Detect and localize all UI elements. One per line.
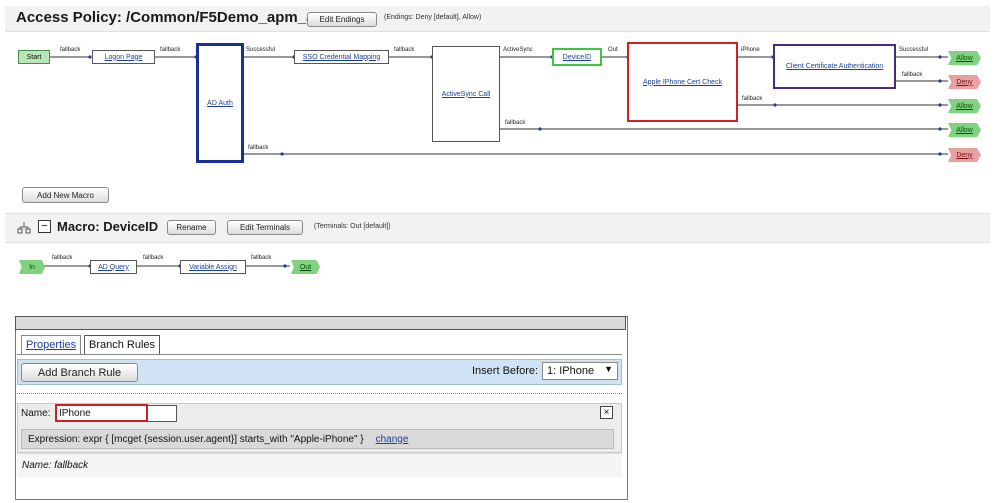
branch-label-fallback: fallback [60, 47, 81, 53]
ad-query-node[interactable]: AD Query [90, 260, 137, 274]
branch-label-fallback: fallback [394, 47, 415, 53]
rule-name-input[interactable]: IPhone [55, 404, 148, 422]
activesync-call-node[interactable]: ActiveSync Call [432, 46, 500, 142]
endings-text: (Endings: Deny [default], Allow) [384, 14, 482, 21]
policy-title: Access Policy: /Common/F5Demo_apm_access [16, 9, 357, 26]
ending-deny[interactable]: Deny [948, 148, 981, 162]
section-divider [17, 393, 622, 394]
ad-auth-node[interactable]: AD Auth [196, 43, 244, 163]
branch-label-fallback: fallback [52, 255, 73, 261]
logon-page-node[interactable]: Logon Page [92, 50, 155, 64]
insert-before-label: Insert Before: [472, 365, 539, 377]
tab-divider [17, 354, 622, 355]
collapse-macro-icon[interactable]: − [38, 220, 51, 233]
expression-text: Expression: expr { [mcget {session.user.… [28, 433, 364, 445]
insert-before-select[interactable]: 1: IPhone ▼ [542, 362, 618, 380]
change-expression-link[interactable]: change [375, 433, 409, 445]
edit-endings-button[interactable]: Edit Endings [307, 12, 377, 27]
client-cert-auth-node[interactable]: Client Certificate Authentication [773, 44, 896, 89]
sso-credential-mapping-node[interactable]: SSO Credential Mapping [294, 50, 389, 64]
flow-connectors [50, 55, 948, 156]
insert-before-value: 1: IPhone [547, 365, 595, 377]
branch-label-fallback: fallback [505, 120, 526, 126]
terminals-text: (Terminals: Out [default]) [314, 223, 391, 230]
branch-label-fallback: fallback [902, 72, 923, 78]
branch-label-activesync: ActiveSync [503, 47, 533, 53]
branch-label-iphone: iPhone [741, 47, 760, 53]
branch-label-fallback: fallback [251, 255, 272, 261]
rename-macro-button[interactable]: Rename [167, 220, 216, 235]
ending-deny[interactable]: Deny [948, 75, 981, 89]
add-branch-rule-button[interactable]: Add Branch Rule [21, 363, 138, 382]
branch-rule-fallback: Name: fallback [17, 453, 622, 477]
branch-label-fallback: fallback [742, 96, 763, 102]
macro-in-terminal[interactable]: In [19, 260, 45, 274]
macro-connectors [44, 264, 290, 268]
start-node[interactable]: Start [18, 50, 50, 64]
ending-allow[interactable]: Allow [948, 123, 981, 137]
tab-properties[interactable]: Properties [21, 335, 82, 354]
ending-allow[interactable]: Allow [948, 51, 981, 65]
tab-branch-rules[interactable]: Branch Rules [84, 335, 161, 354]
policy-header-band [5, 6, 990, 32]
branch-label-fallback: fallback [248, 145, 269, 151]
branch-label-successful: Successful [899, 47, 929, 53]
rule-expression: Expression: expr { [mcget {session.user.… [21, 429, 614, 449]
edit-terminals-button[interactable]: Edit Terminals [227, 220, 303, 235]
branch-label-fallback: fallback [160, 47, 181, 53]
chevron-down-icon: ▼ [604, 364, 613, 374]
delete-rule-icon[interactable]: × [600, 406, 613, 419]
branch-label-out: Out [608, 47, 618, 53]
panel-title-bar [15, 316, 626, 330]
macro-out-terminal[interactable]: Out [291, 260, 320, 274]
deviceid-macro-node[interactable]: DeviceID [552, 48, 602, 66]
macro-tree-icon [17, 222, 31, 234]
macro-title: Macro: DeviceID [57, 219, 159, 234]
iphone-cert-check-node[interactable]: Apple IPhone Cert Check [627, 42, 738, 122]
branch-label-fallback: fallback [143, 255, 164, 261]
add-new-macro-button[interactable]: Add New Macro [22, 187, 109, 203]
ending-allow[interactable]: Allow [948, 99, 981, 113]
variable-assign-node[interactable]: Variable Assign [180, 260, 246, 274]
branch-label-successful: Successful [246, 47, 276, 53]
rule-name-label: Name: [21, 408, 51, 419]
